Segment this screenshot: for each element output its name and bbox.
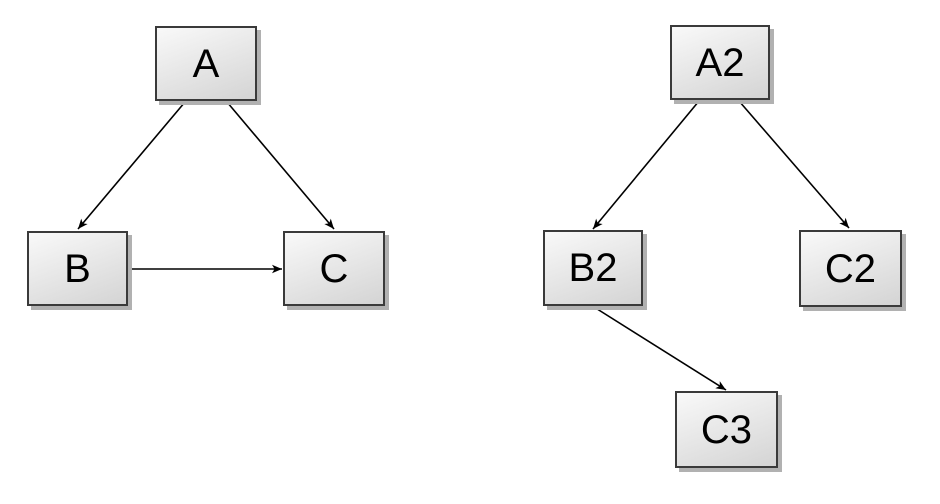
node-A[interactable]: A xyxy=(155,26,257,101)
edge-A-B xyxy=(77,101,186,230)
node-label: A2 xyxy=(695,40,745,85)
node-label: C2 xyxy=(824,246,877,291)
node-B[interactable]: B xyxy=(27,231,128,306)
node-B2[interactable]: B2 xyxy=(543,230,643,306)
node-C[interactable]: C xyxy=(283,231,385,306)
node-label: A xyxy=(192,41,220,86)
node-label: B xyxy=(64,246,91,291)
node-label: C3 xyxy=(700,407,753,452)
node-label: C xyxy=(319,246,349,291)
edge-A2-B2 xyxy=(592,100,700,230)
node-label: B2 xyxy=(568,246,618,290)
node-A2[interactable]: A2 xyxy=(670,25,770,100)
edge-B2-C3 xyxy=(593,306,727,391)
edge-A-C xyxy=(226,101,335,230)
node-C3[interactable]: C3 xyxy=(675,391,778,468)
edge-A2-C2 xyxy=(738,100,850,229)
node-C2[interactable]: C2 xyxy=(799,230,902,307)
